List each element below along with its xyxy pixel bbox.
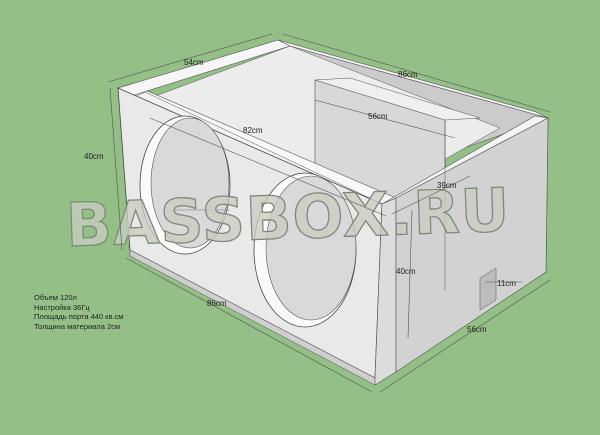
- dim-line-port-height: [407, 209, 413, 339]
- speaker-cutout-left: [139, 115, 231, 255]
- right-end-plate: [395, 117, 549, 373]
- dim-line-inner-length: [149, 117, 387, 217]
- dim-inner-length: 82cm: [243, 126, 263, 135]
- dim-length-top: 86cm: [398, 70, 418, 79]
- speaker-cutout-right: [253, 172, 357, 328]
- spec-port-area: Площадь порта 440 кв.см: [34, 312, 124, 322]
- dim-line-bottom-depth: [379, 279, 551, 393]
- dim-line-length-bottom: [125, 257, 373, 393]
- specs-block: Объем 120л Настройка 36Гц Площадь порта …: [34, 293, 123, 331]
- port-divider-top: [314, 77, 481, 121]
- dim-line-depth-top: [107, 33, 273, 83]
- dim-line-height-left: [109, 87, 123, 251]
- spec-thickness: Толщина материала 2см: [34, 321, 121, 331]
- dim-port-height: 40cm: [396, 267, 416, 276]
- right-side-panel: [374, 197, 397, 386]
- dim-port-length: 56cm: [368, 112, 388, 121]
- dim-line-port-length: [314, 99, 456, 139]
- dim-height-left: 40cm: [84, 152, 104, 161]
- port-opening: [479, 267, 497, 311]
- dim-line-port-depth: [391, 175, 471, 215]
- spec-volume: Объем 120л: [34, 293, 77, 302]
- dim-depth-top: 54cm: [184, 58, 204, 67]
- spec-tuning: Настройка 36Гц: [34, 302, 90, 312]
- dim-line-length-top: [282, 33, 551, 113]
- dim-port-width: 11cm: [497, 279, 516, 288]
- dim-length-bottom: 86cm: [207, 299, 227, 308]
- dim-bottom-depth: 56cm: [467, 325, 487, 334]
- dim-port-depth: 39cm: [437, 181, 457, 190]
- watermark-text: BASSBOX.RU: [65, 176, 512, 261]
